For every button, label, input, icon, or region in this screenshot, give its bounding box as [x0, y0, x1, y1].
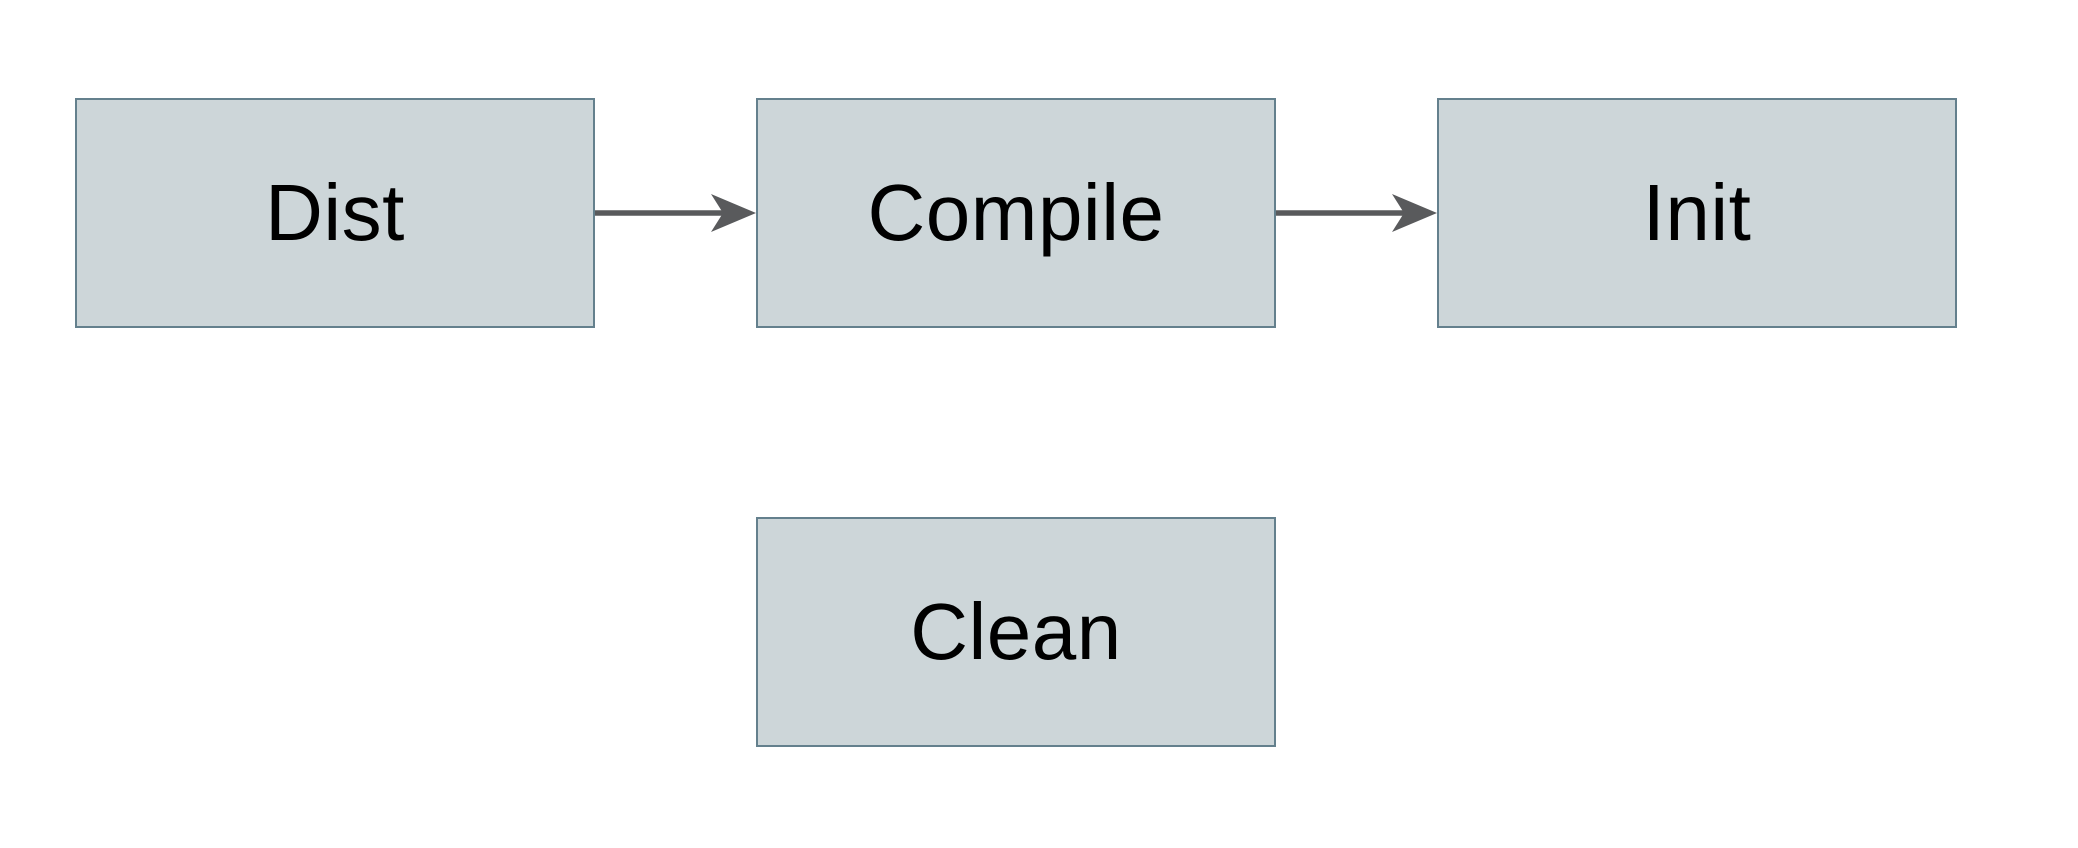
- node-init: Init: [1437, 98, 1957, 328]
- arrow-compile-to-init-icon: [1276, 194, 1437, 232]
- node-clean-label: Clean: [910, 587, 1122, 676]
- node-compile-label: Compile: [867, 168, 1165, 257]
- node-compile: Compile: [756, 98, 1276, 328]
- node-dist: Dist: [75, 98, 595, 328]
- arrow-dist-to-compile-icon: [595, 194, 756, 232]
- arrow-head: [1392, 194, 1437, 232]
- node-init-label: Init: [1642, 168, 1752, 257]
- node-dist-label: Dist: [265, 168, 405, 257]
- node-clean: Clean: [756, 517, 1276, 747]
- arrow-head: [711, 194, 756, 232]
